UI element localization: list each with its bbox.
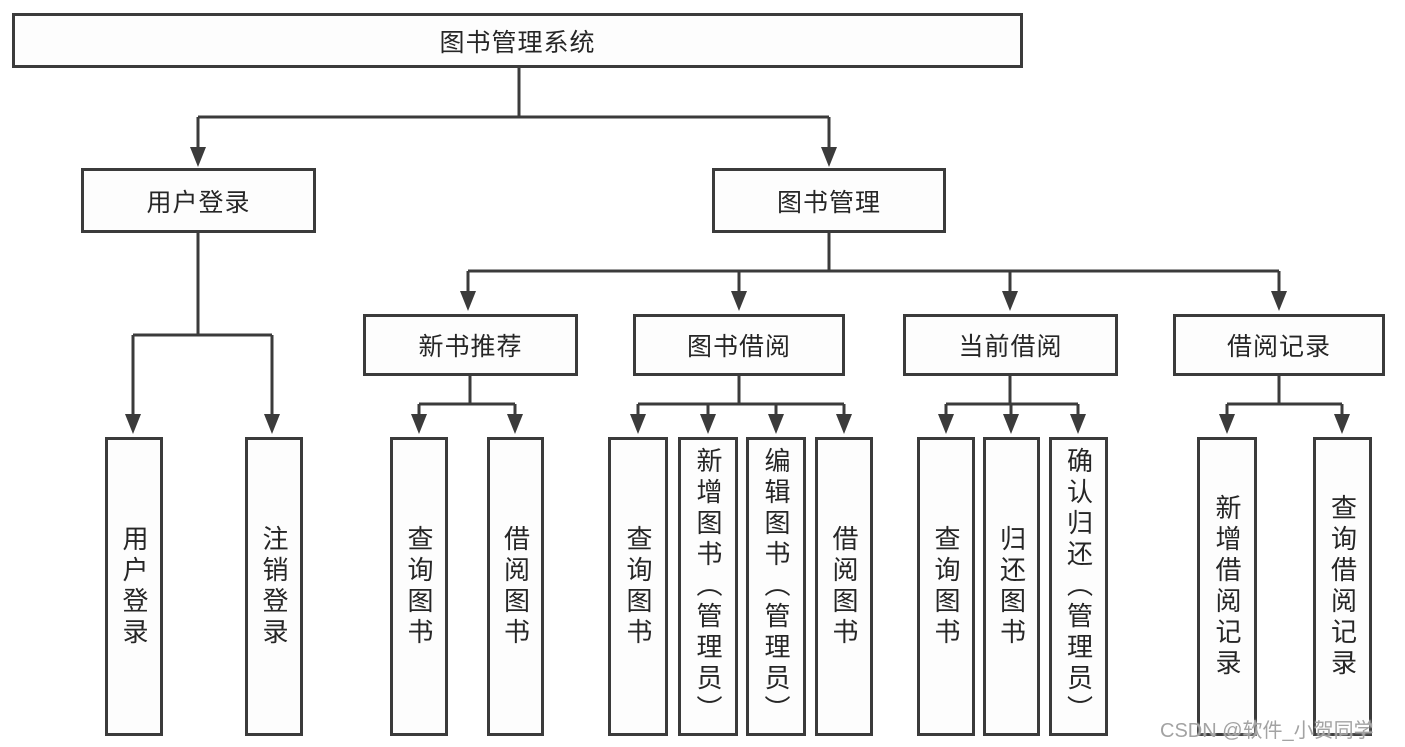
edge-root-to-level2 xyxy=(196,67,831,150)
node-book-management: 图书管理 xyxy=(712,168,946,233)
node-user-login-label: 用户登录 xyxy=(146,188,251,217)
node-root-label: 图书管理系统 xyxy=(439,28,596,57)
leaf-borrow-edit: 编辑图书（管理员） xyxy=(746,437,806,736)
leaf-current-confirm-return: 确认归还（管理员） xyxy=(1049,437,1108,736)
leaf-current-confirm-return-label: 确认归还（管理员） xyxy=(1063,447,1094,726)
leaf-current-query-label: 查询图书 xyxy=(931,524,961,649)
node-borrow-records-label: 借阅记录 xyxy=(1226,333,1331,361)
leaf-current-query: 查询图书 xyxy=(917,437,975,736)
leaf-borrow-borrow-label: 借阅图书 xyxy=(829,524,859,649)
leaf-logout: 注销登录 xyxy=(245,437,303,736)
node-new-book-recommend: 新书推荐 xyxy=(363,314,578,376)
leaf-current-return: 归还图书 xyxy=(983,437,1040,736)
arrowheads xyxy=(125,147,1350,434)
edge-userlogin-to-leaves xyxy=(131,232,274,418)
leaf-borrow-edit-label: 编辑图书（管理员） xyxy=(761,447,791,726)
node-current-borrow-label: 当前借阅 xyxy=(958,333,1063,361)
leaf-newbook-query: 查询图书 xyxy=(390,437,448,736)
leaf-user-login-label: 用户登录 xyxy=(119,524,149,649)
leaf-current-return-label: 归还图书 xyxy=(996,524,1027,649)
node-new-book-recommend-label: 新书推荐 xyxy=(418,333,523,361)
edge-current-to-leaves xyxy=(944,376,1080,418)
node-book-borrow: 图书借阅 xyxy=(633,314,845,376)
edge-records-to-leaves xyxy=(1225,376,1344,418)
leaf-records-query: 查询借阅记录 xyxy=(1313,437,1372,736)
node-current-borrow: 当前借阅 xyxy=(903,314,1118,376)
leaf-records-add: 新增借阅记录 xyxy=(1197,437,1257,736)
node-book-borrow-label: 图书借阅 xyxy=(686,333,791,361)
leaf-logout-label: 注销登录 xyxy=(259,524,289,649)
leaf-newbook-borrow: 借阅图书 xyxy=(487,437,544,736)
leaf-borrow-add-label: 新增图书（管理员） xyxy=(693,447,723,726)
node-root: 图书管理系统 xyxy=(12,13,1023,68)
edge-newbook-to-leaves xyxy=(417,376,517,418)
leaf-user-login: 用户登录 xyxy=(105,437,163,736)
leaf-records-query-label: 查询借阅记录 xyxy=(1327,493,1358,680)
edge-borrow-to-leaves xyxy=(636,376,846,418)
leaf-newbook-borrow-label: 借阅图书 xyxy=(500,524,531,649)
leaf-borrow-query: 查询图书 xyxy=(608,437,668,736)
csdn-watermark: CSDN @软件_小贺同学 xyxy=(1160,720,1374,742)
leaf-records-add-label: 新增借阅记录 xyxy=(1212,493,1242,680)
leaf-newbook-query-label: 查询图书 xyxy=(404,524,434,649)
leaf-borrow-borrow: 借阅图书 xyxy=(815,437,873,736)
edge-bookmgmt-to-level3 xyxy=(466,232,1281,294)
node-book-management-label: 图书管理 xyxy=(776,188,881,217)
leaf-borrow-add: 新增图书（管理员） xyxy=(678,437,738,736)
node-borrow-records: 借阅记录 xyxy=(1173,314,1385,376)
leaf-borrow-query-label: 查询图书 xyxy=(623,524,653,649)
node-user-login: 用户登录 xyxy=(81,168,316,233)
